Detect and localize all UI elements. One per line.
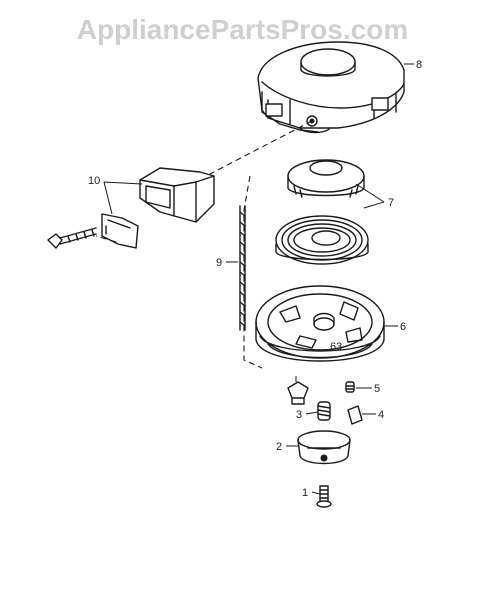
pawl	[347, 405, 363, 425]
starter-handle	[101, 167, 215, 249]
leader-1	[311, 491, 321, 495]
center-screw	[316, 485, 332, 508]
callout-6: 6	[400, 321, 406, 333]
leader-7	[355, 183, 385, 209]
callout-8: 8	[416, 59, 422, 71]
callout-2: 2	[276, 441, 282, 453]
rewind-spring	[275, 215, 369, 265]
callout-3: 3	[296, 409, 302, 421]
pawl-spring	[345, 381, 355, 393]
handle-screw	[47, 227, 97, 249]
rope-path-lower	[243, 175, 263, 369]
callout-5: 5	[374, 383, 380, 395]
watermark: AppliancePartsPros.com	[76, 14, 409, 45]
retainer	[297, 430, 351, 465]
rope-path-upper	[209, 120, 313, 175]
callout-4: 4	[378, 409, 384, 421]
starter-rope	[239, 205, 246, 331]
pulley	[255, 285, 385, 362]
leader-10	[103, 181, 143, 215]
spring-cup	[287, 159, 365, 198]
callout-10: 10	[88, 175, 100, 187]
pulley-marking: 63	[330, 341, 342, 353]
callout-1: 1	[302, 487, 308, 499]
starter-housing	[257, 41, 405, 134]
retainer-spring	[317, 401, 331, 421]
pulley-screw	[287, 381, 309, 405]
callout-9: 9	[216, 257, 222, 269]
rope-path-screw	[95, 235, 117, 243]
callout-7: 7	[388, 197, 394, 209]
leader-3	[305, 411, 319, 415]
